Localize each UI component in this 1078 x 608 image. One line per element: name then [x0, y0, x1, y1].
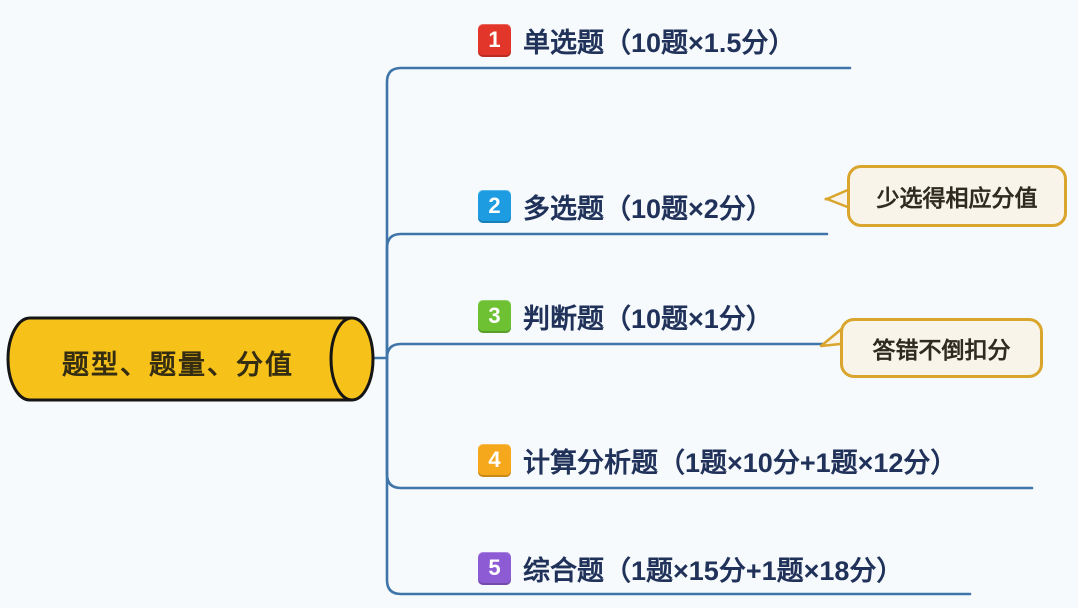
- root-cylinder-shape: [6, 316, 375, 402]
- branch-multi-choice[interactable]: 2 多选题（10题×2分）: [478, 188, 773, 224]
- branch-5-connector: [385, 356, 972, 596]
- branch-calculation-analysis[interactable]: 4 计算分析题（1题×10分+1题×12分）: [478, 442, 957, 478]
- callout-true-false-note[interactable]: 答错不倒扣分: [840, 318, 1043, 378]
- branch-label: 多选题（10题×2分）: [523, 193, 773, 224]
- number-badge-4: 4: [478, 443, 511, 477]
- branch-comprehensive[interactable]: 5 综合题（1题×15分+1题×18分）: [478, 550, 903, 586]
- branch-true-false[interactable]: 3 判断题（10题×1分）: [478, 298, 773, 334]
- branch-2-connector: [385, 232, 829, 360]
- branch-label: 综合题（1题×15分+1题×18分）: [523, 555, 904, 586]
- number-badge-3: 3: [478, 299, 511, 333]
- callout-tails: [819, 187, 852, 348]
- branch-label: 判断题（10题×1分）: [523, 303, 773, 334]
- number-badge-2: 2: [478, 189, 511, 223]
- callout-multi-choice-note[interactable]: 少选得相应分值: [847, 165, 1067, 227]
- callout-text: 少选得相应分值: [876, 185, 1038, 211]
- branch-label: 计算分析题（1题×10分+1题×12分）: [523, 447, 958, 478]
- root-topic[interactable]: 题型、题量、分值: [62, 350, 294, 380]
- branch-1-connector: [385, 66, 852, 360]
- number-badge-5: 5: [478, 551, 511, 585]
- branch-single-choice[interactable]: 1 单选题（10题×1.5分）: [478, 22, 795, 58]
- callout-text: 答错不倒扣分: [872, 337, 1011, 363]
- branch-label: 单选题（10题×1.5分）: [523, 27, 796, 58]
- number-badge-1: 1: [478, 23, 511, 57]
- branch-3-connector: [385, 342, 827, 360]
